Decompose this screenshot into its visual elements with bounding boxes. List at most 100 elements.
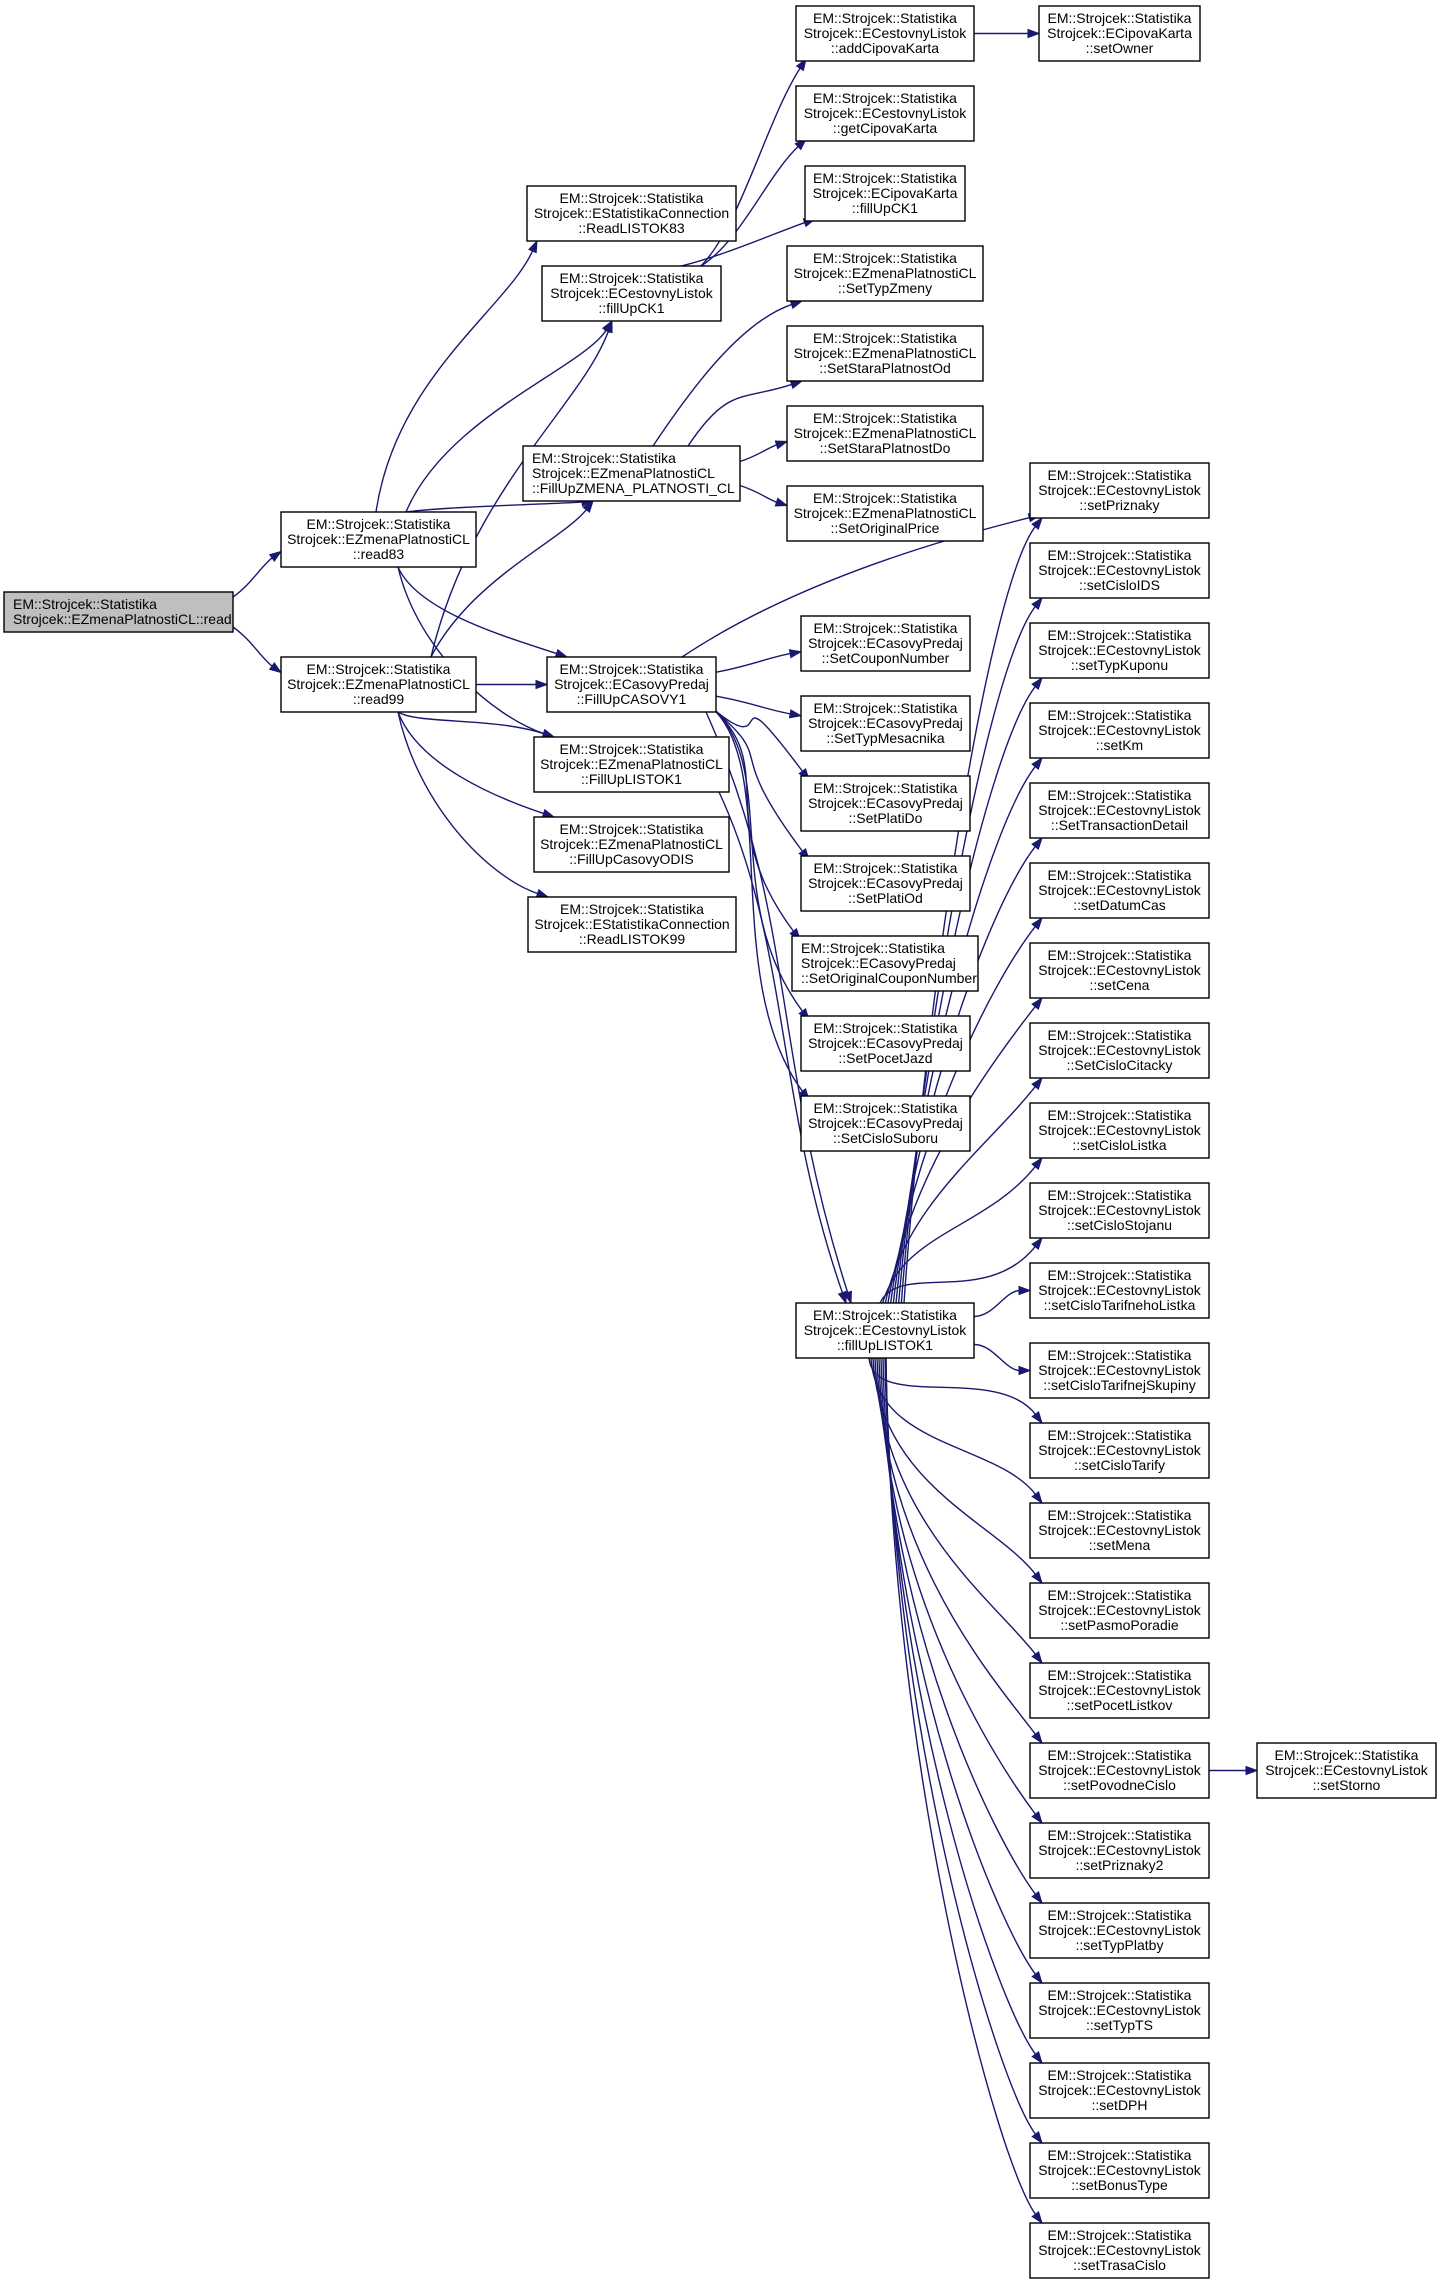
node-box — [533, 816, 730, 873]
edge-line — [973, 1343, 1021, 1372]
node-label-line: EM::Strojcek::Statistika — [560, 270, 704, 286]
node-set-typ-zmeny[interactable]: EM::Strojcek::StatistikaStrojcek::EZmena… — [786, 245, 984, 302]
node-set-original-price[interactable]: EM::Strojcek::StatistikaStrojcek::EZmena… — [786, 485, 984, 542]
edge-fill-up-zmena-to-set-original-price — [739, 484, 789, 507]
node-read83[interactable]: EM::Strojcek::StatistikaStrojcek::EZmena… — [280, 511, 477, 568]
node-label-line: Strojcek::ECestovnyListok — [1265, 1762, 1429, 1778]
arrowhead-icon — [788, 709, 803, 719]
node-fill-up-casovy1[interactable]: EM::Strojcek::StatistikaStrojcek::ECasov… — [546, 656, 717, 713]
node-fill-up-ck1[interactable]: EM::Strojcek::StatistikaStrojcek::ECesto… — [541, 265, 722, 322]
arrowhead-icon — [528, 239, 538, 254]
node-box — [791, 935, 979, 992]
node-set-cislo-stojanu[interactable]: EM::Strojcek::StatistikaStrojcek::ECesto… — [1029, 1182, 1210, 1239]
node-box — [800, 1095, 971, 1152]
node-get-cipova-karta[interactable]: EM::Strojcek::StatistikaStrojcek::ECesto… — [795, 85, 975, 142]
edge-line — [715, 695, 792, 715]
edge-fill-up-zmena-to-set-typ-zmeny — [652, 300, 804, 447]
node-set-storno[interactable]: EM::Strojcek::StatistikaStrojcek::ECesto… — [1256, 1742, 1437, 1799]
node-set-cislo-listka[interactable]: EM::Strojcek::StatistikaStrojcek::ECesto… — [1029, 1102, 1210, 1159]
node-box — [1029, 1902, 1210, 1959]
node-set-typ-ts[interactable]: EM::Strojcek::StatistikaStrojcek::ECesto… — [1029, 1982, 1210, 2039]
node-read-root[interactable]: EM::Strojcek::StatistikaStrojcek::EZmena… — [3, 591, 234, 633]
node-box — [1029, 1102, 1210, 1159]
node-label-line: EM::Strojcek::Statistika — [1048, 1667, 1192, 1683]
node-set-cislo-citacky[interactable]: EM::Strojcek::StatistikaStrojcek::ECesto… — [1029, 1022, 1210, 1079]
node-set-coupon-number[interactable]: EM::Strojcek::StatistikaStrojcek::ECasov… — [800, 615, 971, 672]
node-set-plati-od[interactable]: EM::Strojcek::StatistikaStrojcek::ECasov… — [800, 855, 971, 912]
node-zmena-fill-up-listok1[interactable]: EM::Strojcek::StatistikaStrojcek::EZmena… — [533, 736, 730, 793]
edge-line — [705, 711, 849, 1294]
edge-line — [870, 1357, 1037, 1496]
node-read99[interactable]: EM::Strojcek::StatistikaStrojcek::EZmena… — [280, 656, 477, 713]
node-label-line: EM::Strojcek::Statistika — [560, 661, 704, 677]
node-label-line: Strojcek::ECestovnyListok — [804, 25, 968, 41]
node-label-line: EM::Strojcek::Statistika — [813, 170, 957, 186]
node-fill-up-casovy-odis[interactable]: EM::Strojcek::StatistikaStrojcek::EZmena… — [533, 816, 730, 873]
node-label-line: ::SetPlatiOd — [848, 890, 923, 906]
node-label-line: ::setDPH — [1091, 2097, 1147, 2113]
node-label-line: Strojcek::ECestovnyListok — [1038, 1682, 1202, 1698]
node-set-stara-platnost-do[interactable]: EM::Strojcek::StatistikaStrojcek::EZmena… — [786, 405, 984, 462]
node-set-owner[interactable]: EM::Strojcek::StatistikaStrojcek::ECipov… — [1038, 5, 1201, 62]
node-set-stara-platnost-od[interactable]: EM::Strojcek::StatistikaStrojcek::EZmena… — [786, 325, 984, 382]
arrowhead-icon — [1027, 28, 1041, 39]
edge-line — [868, 1357, 1037, 1416]
node-set-plati-do[interactable]: EM::Strojcek::StatistikaStrojcek::ECasov… — [800, 775, 971, 832]
edge-line — [430, 508, 588, 658]
node-label-line: EM::Strojcek::Statistika — [1048, 1027, 1192, 1043]
node-set-priznaky2[interactable]: EM::Strojcek::StatistikaStrojcek::ECesto… — [1029, 1822, 1210, 1879]
node-fill-up-zmena-platnosti-cl[interactable]: EM::Strojcek::StatistikaStrojcek::EZmena… — [522, 445, 741, 502]
node-set-bonus-type[interactable]: EM::Strojcek::StatistikaStrojcek::ECesto… — [1029, 2142, 1210, 2199]
node-set-priznaky[interactable]: EM::Strojcek::StatistikaStrojcek::ECesto… — [1029, 462, 1210, 519]
node-fill-up-listok1[interactable]: EM::Strojcek::StatistikaStrojcek::ECesto… — [795, 1302, 975, 1359]
node-set-cislo-suboru[interactable]: EM::Strojcek::StatistikaStrojcek::ECasov… — [800, 1095, 971, 1152]
node-set-typ-kuponu[interactable]: EM::Strojcek::StatistikaStrojcek::ECesto… — [1029, 622, 1210, 679]
node-label-line: Strojcek::ECestovnyListok — [804, 105, 968, 121]
edge-fill-up-listok1-to-r21 — [885, 1357, 1043, 2145]
node-set-trasa-cislo[interactable]: EM::Strojcek::StatistikaStrojcek::ECesto… — [1029, 2222, 1210, 2279]
node-set-cislo-tarifnej-skupiny[interactable]: EM::Strojcek::StatistikaStrojcek::ECesto… — [1029, 1342, 1210, 1399]
node-box — [1029, 542, 1210, 599]
node-box — [1029, 1582, 1210, 1639]
node-set-cislo-tarifneho-listka[interactable]: EM::Strojcek::StatistikaStrojcek::ECesto… — [1029, 1262, 1210, 1319]
arrowhead-icon — [1031, 676, 1043, 690]
node-read-listok83[interactable]: EM::Strojcek::StatistikaStrojcek::EStati… — [526, 185, 737, 242]
node-set-povodne-cislo[interactable]: EM::Strojcek::StatistikaStrojcek::ECesto… — [1029, 1742, 1210, 1799]
node-cipova-karta-fill-up-ck1[interactable]: EM::Strojcek::StatistikaStrojcek::ECipov… — [804, 165, 966, 222]
node-set-original-coupon-number[interactable]: EM::Strojcek::StatistikaStrojcek::ECasov… — [791, 935, 979, 992]
edge-root-to-read99 — [232, 626, 283, 674]
node-set-pocet-listkov[interactable]: EM::Strojcek::StatistikaStrojcek::ECesto… — [1029, 1662, 1210, 1719]
node-read-listok99[interactable]: EM::Strojcek::StatistikaStrojcek::EStati… — [527, 896, 737, 953]
node-set-cislo-tarify[interactable]: EM::Strojcek::StatistikaStrojcek::ECesto… — [1029, 1422, 1210, 1479]
node-label-line: EM::Strojcek::Statistika — [814, 860, 958, 876]
arrowhead-icon — [774, 440, 789, 450]
node-set-pasmo-poradie[interactable]: EM::Strojcek::StatistikaStrojcek::ECesto… — [1029, 1582, 1210, 1639]
node-box — [1029, 1022, 1210, 1079]
node-label-line: Strojcek::EZmenaPlatnostiCL — [794, 505, 977, 521]
node-label-line: Strojcek::EZmenaPlatnostiCL — [532, 465, 715, 481]
arrowhead-icon — [1018, 1365, 1032, 1376]
node-set-km[interactable]: EM::Strojcek::StatistikaStrojcek::ECesto… — [1029, 702, 1210, 759]
node-set-cislo-ids[interactable]: EM::Strojcek::StatistikaStrojcek::ECesto… — [1029, 542, 1210, 599]
node-add-cipova-karta[interactable]: EM::Strojcek::StatistikaStrojcek::ECesto… — [795, 5, 975, 62]
node-label-line: Strojcek::ECestovnyListok — [1038, 2242, 1202, 2258]
node-label-line: ::FillUpCasovyODIS — [569, 851, 693, 867]
node-set-datum-cas[interactable]: EM::Strojcek::StatistikaStrojcek::ECesto… — [1029, 862, 1210, 919]
node-box — [533, 736, 730, 793]
node-label-line: EM::Strojcek::Statistika — [1048, 1187, 1192, 1203]
node-label-line: Strojcek::EZmenaPlatnostiCL::read — [13, 611, 232, 627]
node-set-typ-platby[interactable]: EM::Strojcek::StatistikaStrojcek::ECesto… — [1029, 1902, 1210, 1959]
node-set-dph[interactable]: EM::Strojcek::StatistikaStrojcek::ECesto… — [1029, 2062, 1210, 2119]
node-set-cena[interactable]: EM::Strojcek::StatistikaStrojcek::ECesto… — [1029, 942, 1210, 999]
node-set-typ-mesacnika[interactable]: EM::Strojcek::StatistikaStrojcek::ECasov… — [800, 695, 971, 752]
edge-line — [879, 1245, 1037, 1304]
node-set-transaction-detail[interactable]: EM::Strojcek::StatistikaStrojcek::ECesto… — [1029, 782, 1210, 839]
node-set-pocet-jazd[interactable]: EM::Strojcek::StatistikaStrojcek::ECasov… — [800, 1015, 971, 1072]
edge-line — [892, 845, 1037, 1304]
node-box — [1029, 1742, 1210, 1799]
node-label-line: ::setMena — [1089, 1537, 1151, 1553]
node-label-line: Strojcek::ECestovnyListok — [1038, 1922, 1202, 1938]
arrowhead-icon — [582, 499, 594, 513]
node-set-mena[interactable]: EM::Strojcek::StatistikaStrojcek::ECesto… — [1029, 1502, 1210, 1559]
node-box — [1029, 1342, 1210, 1399]
